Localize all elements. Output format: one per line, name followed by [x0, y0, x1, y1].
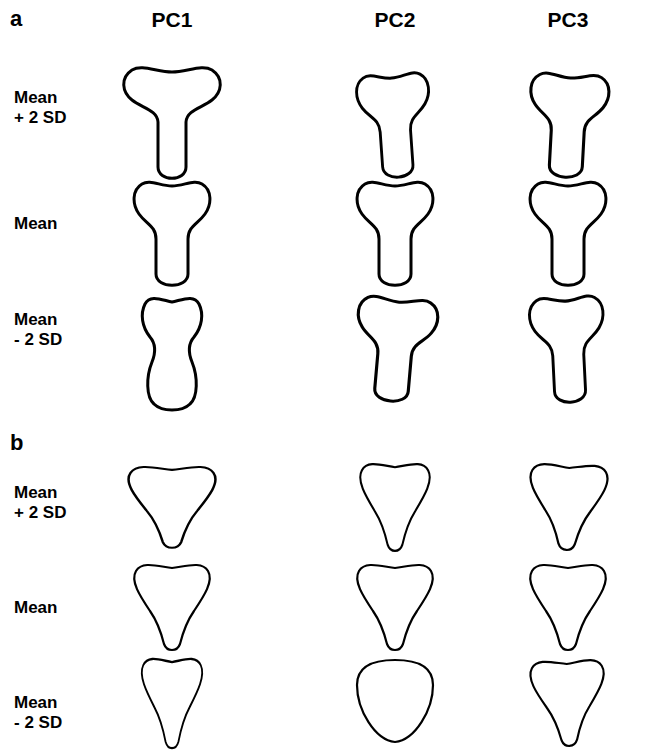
shape-outline	[357, 660, 433, 742]
shape-outline	[360, 464, 430, 551]
shape-outline	[530, 565, 606, 650]
shape-outline	[530, 660, 606, 748]
column-header: PC1	[112, 8, 232, 32]
shape-outline	[142, 298, 201, 410]
row-label: Mean + 2 SD	[14, 483, 69, 522]
shape-outline	[355, 72, 434, 180]
shape-outline	[528, 464, 608, 552]
column-header: PC2	[335, 8, 455, 32]
shape-outline	[530, 182, 606, 285]
shape-outline	[134, 182, 210, 285]
shape-outline	[124, 68, 221, 178]
shape-outline	[357, 182, 433, 285]
shape-outline	[142, 659, 202, 748]
shape-outline	[351, 295, 439, 405]
shape-outline	[526, 72, 610, 179]
row-label: Mean + 2 SD	[14, 88, 69, 127]
shape-outline	[529, 295, 608, 404]
column-header: PC3	[508, 8, 628, 32]
panel-letter: a	[10, 6, 40, 31]
row-label: Mean - 2 SD	[14, 693, 65, 732]
row-label: Mean	[14, 214, 69, 234]
shape-outline	[129, 467, 216, 548]
row-label: Mean - 2 SD	[14, 310, 65, 349]
row-label: Mean	[14, 598, 69, 618]
shape-outline	[134, 565, 210, 650]
shape-outline	[357, 565, 433, 650]
panel-letter: b	[10, 430, 40, 455]
